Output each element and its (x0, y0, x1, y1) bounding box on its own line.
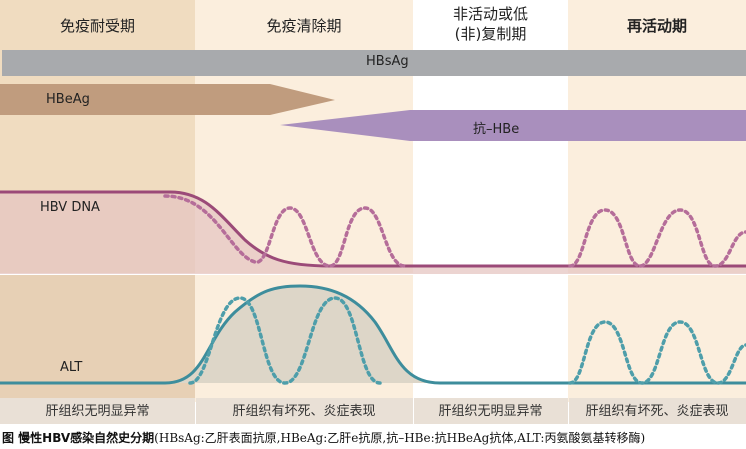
anti-hbe-label: 抗–HBe (473, 122, 520, 137)
hbv-dna-area-fill (0, 192, 746, 274)
alt-dotted-reactivation (568, 320, 746, 385)
hbv-dna-dotted-fluctuation (163, 194, 407, 268)
phase3-title-line2: (非)复制期 (454, 25, 527, 43)
hbsag-label: HBsAg (366, 54, 409, 69)
alt-label: ALT (60, 360, 83, 375)
phase4-title: 再活动期 (626, 17, 687, 35)
phase3-histology: 肝组织无明显异常 (438, 404, 543, 419)
alt-line (0, 284, 746, 385)
footer-band-phase1 (0, 398, 195, 424)
phase2-histology: 肝组织有坏死、炎症表现 (232, 404, 376, 419)
phase3-title-line1: 非活动或低 (452, 5, 528, 23)
hbeag-label: HBeAg (46, 92, 90, 107)
footer-band-phase2 (196, 398, 413, 424)
phase1-histology: 肝组织无明显异常 (45, 404, 150, 419)
phase1-lower-background (0, 274, 195, 402)
footer-band-phase3 (414, 398, 568, 424)
phase4-histology: 肝组织有坏死、炎症表现 (585, 404, 729, 419)
footer-band-phase4 (569, 398, 746, 424)
alt-area-fill (165, 286, 440, 383)
anti-hbe-arrow (280, 110, 746, 141)
caption-lead: 图 慢性HBV感染自然史分期 (2, 431, 155, 445)
hbeag-arrow (0, 84, 335, 115)
hbv-dna-label: HBV DNA (40, 200, 100, 215)
hbsag-bar (2, 50, 746, 76)
phase2-title: 免疫清除期 (266, 17, 342, 35)
hbv-dna-line (0, 190, 746, 268)
hbv-dna-dotted-reactivation (568, 208, 746, 268)
alt-dotted-fluctuation (188, 296, 382, 385)
phase1-title: 免疫耐受期 (59, 17, 135, 35)
caption-note: (HBsAg:乙肝表面抗原,HBeAg:乙肝e抗原,抗–HBe:抗HBeAg抗体… (154, 431, 646, 445)
figure-caption: 图 慢性HBV感染自然史分期(HBsAg:乙肝表面抗原,HBeAg:乙肝e抗原,… (2, 429, 645, 446)
